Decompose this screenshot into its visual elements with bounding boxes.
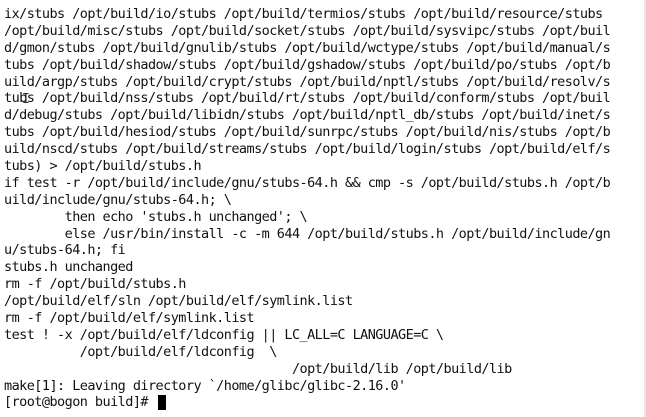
terminal-line: d/gmon/stubs /opt/build/gnulib/stubs /op… [4,39,611,56]
text-cursor [157,395,166,411]
terminal-line: u/stubs-64.h; fi [4,242,126,259]
terminal-line: d/debug/stubs /opt/build/libidn/stubs /o… [4,107,611,124]
terminal-line: /opt/build/elf/sln /opt/build/elf/symlin… [4,293,353,310]
terminal-line: tubs /opt/build/nss/stubs /opt/build/rt/… [4,90,611,107]
terminal-line: uild/argp/stubs /opt/build/crypt/stubs /… [4,73,611,90]
prompt-text: [root@bogon build]# [4,394,156,411]
terminal-line: rm -f /opt/build/elf/symlink.list [4,310,255,327]
terminal-line: tubs) > /opt/build/stubs.h [4,158,202,175]
terminal-line: uild/nscd/stubs /opt/build/streams/stubs… [4,141,611,158]
terminal-line: /opt/build/misc/stubs /opt/build/socket/… [4,22,611,39]
terminal-line: then echo 'stubs.h unchanged'; \ [4,208,308,225]
terminal-line: /opt/build/lib /opt/build/lib [4,360,512,377]
terminal-line: else /usr/bin/install -c -m 644 /opt/bui… [4,225,611,242]
command-prompt[interactable]: [root@bogon build]# [4,394,646,411]
terminal-line: ix/stubs /opt/build/io/stubs /opt/build/… [4,6,603,22]
terminal-line: stubs.h unchanged [4,259,133,276]
terminal-line: /opt/build/elf/ldconfig \ [4,343,278,360]
terminal-output: ix/stubs /opt/build/io/stubs /opt/build/… [4,6,646,411]
terminal-line: if test -r /opt/build/include/gnu/stubs-… [4,174,611,191]
terminal-line: uild/include/gnu/stubs-64.h; \ [4,191,232,208]
scrollbar[interactable] [644,0,646,417]
mouse-ibeam-icon: I [22,92,30,107]
terminal-line: make[1]: Leaving directory `/home/glibc/… [4,377,406,394]
terminal-line: tubs /opt/build/hesiod/stubs /opt/build/… [4,124,611,141]
terminal-line: rm -f /opt/build/stubs.h [4,276,186,293]
terminal-line: tubs /opt/build/shadow/stubs /opt/build/… [4,56,611,73]
terminal-line: test ! -x /opt/build/elf/ldconfig || LC_… [4,326,444,343]
